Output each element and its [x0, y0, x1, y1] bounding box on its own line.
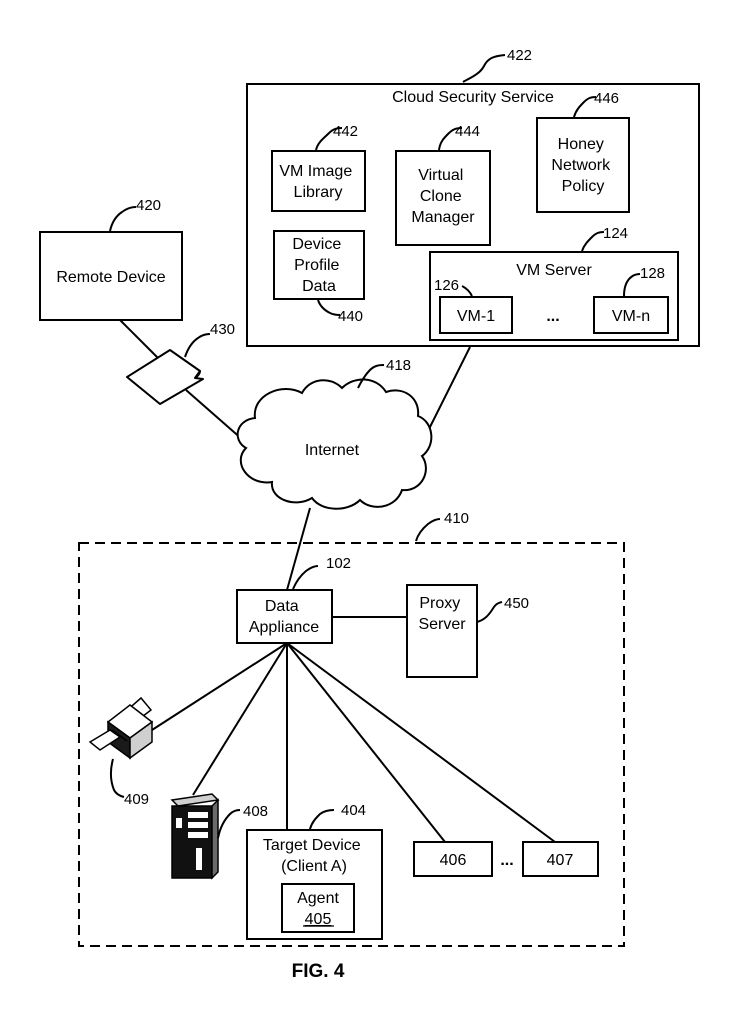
ref-450: 450 — [504, 595, 529, 612]
server-tower-icon — [172, 794, 218, 878]
ref-102: 102 — [326, 555, 351, 572]
link-appliance-server — [193, 643, 287, 795]
cloud-security-service-title: Cloud Security Service — [392, 89, 554, 106]
remote-device: Remote Device 420 — [40, 197, 182, 320]
agent-label: Agent — [297, 890, 339, 907]
internet-label: Internet — [305, 442, 360, 459]
vm-1-label: VM-1 — [457, 308, 495, 325]
leader-430 — [185, 334, 210, 357]
cloud-security-service: Cloud Security Service 422 VM Image Libr… — [247, 47, 699, 346]
vm-server-title: VM Server — [516, 262, 592, 279]
ref-128: 128 — [640, 265, 665, 282]
ref-422: 422 — [507, 47, 532, 64]
server-bay-2 — [188, 822, 208, 828]
figure-caption: FIG. 4 — [292, 961, 345, 982]
ref-444: 444 — [455, 123, 480, 140]
message: 430 — [127, 321, 235, 404]
server-vent — [196, 848, 202, 870]
server-bay-3 — [188, 832, 208, 838]
link-cloud-internet — [425, 347, 470, 437]
ref-410: 410 — [444, 510, 469, 527]
vm-ellipsis: ... — [546, 308, 559, 325]
printer-icon — [90, 698, 152, 758]
leader-404 — [310, 810, 334, 829]
link-appliance-printer — [152, 643, 287, 730]
device-407-label: 407 — [547, 852, 574, 869]
link-message-internet — [186, 390, 243, 440]
device-406-label: 406 — [440, 852, 467, 869]
server-top — [172, 794, 218, 806]
server-bay-1 — [188, 812, 208, 818]
remote-device-label: Remote Device — [56, 269, 165, 286]
ref-430: 430 — [210, 321, 235, 338]
leader-410 — [416, 519, 440, 541]
network: 410 Data Appliance 102 Proxy Server 450 … — [79, 510, 624, 946]
vm-image-library-box — [272, 151, 365, 211]
ref-418: 418 — [386, 357, 411, 374]
ref-442: 442 — [333, 123, 358, 140]
leader-422 — [463, 55, 505, 82]
device-ellipsis: ... — [500, 852, 513, 869]
ref-420: 420 — [136, 197, 161, 214]
ref-404: 404 — [341, 802, 366, 819]
ref-440: 440 — [338, 308, 363, 325]
ref-446: 446 — [594, 90, 619, 107]
internet: Internet 418 — [238, 357, 432, 509]
leader-450 — [477, 602, 502, 622]
leader-408 — [218, 810, 240, 838]
virtual-clone-manager-label: Virtual Clone Manager — [411, 167, 475, 226]
ref-409: 409 — [124, 791, 149, 808]
ref-408: 408 — [243, 803, 268, 820]
server-switch — [176, 818, 182, 828]
leader-409 — [111, 759, 124, 797]
leader-420 — [110, 207, 136, 231]
ref-126: 126 — [434, 277, 459, 294]
leader-102 — [293, 566, 318, 589]
link-remote-message — [120, 320, 160, 360]
server-side — [212, 800, 218, 878]
vm-n-label: VM-n — [612, 308, 650, 325]
ref-124: 124 — [603, 225, 628, 242]
